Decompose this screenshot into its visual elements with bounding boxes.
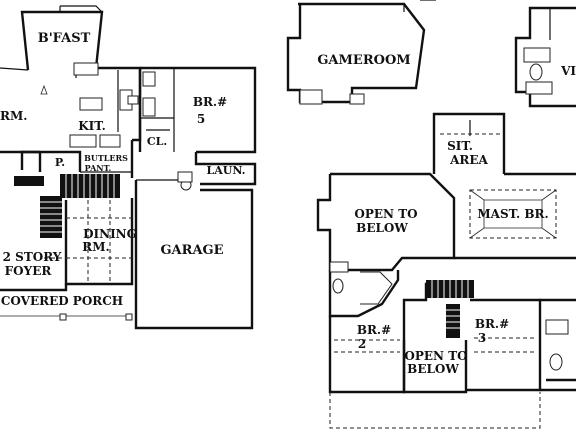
label-gameroom: GAMEROOM	[317, 53, 410, 68]
label-foyer-line2: FOYER	[5, 264, 53, 278]
vanity	[142, 97, 156, 117]
label-bedroom-3-line1: BR.#	[475, 317, 509, 331]
staircase-second-floor	[426, 280, 474, 338]
tub	[299, 89, 323, 105]
label-covered-porch: COVERED PORCH	[1, 294, 123, 308]
label-open-to-below-1-line2: BELOW	[356, 221, 408, 235]
label-master-bedroom: MAST. BR.	[477, 207, 548, 221]
toilet	[529, 63, 543, 81]
label-dining-line1: DINING	[83, 227, 137, 241]
label-kitchen: KIT.	[78, 119, 106, 133]
small-sink	[127, 95, 139, 105]
label-bfast: B'FAST	[38, 31, 91, 46]
label-butlers-line2: PANT.	[85, 163, 112, 173]
label-bedroom-5-line1: BR.#	[193, 95, 227, 109]
label-pantry: P.	[55, 156, 65, 169]
vanity	[523, 47, 551, 63]
label-bedroom-2-line1: BR.#	[357, 323, 391, 337]
label-open-to-below-2-line1: OPEN TO	[404, 349, 467, 363]
lower-dashed-outline	[329, 378, 576, 429]
upper-hall-walls	[316, 172, 576, 272]
label-closet: CL.	[147, 135, 167, 148]
staircase-first-floor	[14, 174, 120, 238]
bedroom-3-walls	[466, 298, 576, 392]
kitchen-sink-counter	[69, 134, 97, 148]
tub	[525, 81, 553, 95]
laundry-appliance	[177, 171, 193, 183]
label-open-to-below-2-line2: BELOW	[407, 362, 459, 376]
upper-bath-walls	[328, 261, 400, 318]
label-sitting-area-line2: AREA	[449, 153, 488, 167]
label-bedroom-3-line2: 3	[478, 331, 486, 345]
right-partial-room-walls	[514, 6, 576, 108]
toilet	[142, 71, 156, 87]
toilet	[549, 353, 563, 371]
gameroom-walls	[286, 0, 436, 105]
label-bedroom-5-line2: 5	[197, 112, 205, 126]
kitchen-counter	[73, 62, 99, 76]
label-bedroom-2-line2: 2	[358, 337, 366, 351]
foyer-and-porch-walls	[0, 284, 133, 321]
vanity	[545, 319, 569, 335]
breakfast-nook-walls	[0, 5, 104, 71]
laundry-walls	[177, 152, 257, 191]
garage-walls	[134, 179, 254, 330]
label-partial-room: VI	[560, 64, 576, 78]
label-butlers-line1: BUTLERS	[84, 153, 128, 163]
sitting-area-walls	[432, 112, 506, 174]
label-open-to-below-1-line1: OPEN TO	[354, 207, 417, 221]
label-garage: GARAGE	[160, 243, 223, 258]
label-foyer-line1: 2 STORY	[3, 250, 62, 264]
bedroom-5-walls	[127, 66, 257, 154]
label-dining-line2: RM.	[82, 240, 109, 254]
kitchen-range	[99, 134, 121, 148]
tub	[329, 261, 349, 273]
vanity	[349, 93, 365, 105]
pantry-walls	[20, 140, 134, 178]
open-to-below-2-walls	[402, 340, 468, 394]
toilet	[332, 278, 344, 294]
second-floor	[286, 0, 576, 429]
dining-room-walls	[44, 198, 134, 286]
first-floor	[0, 5, 257, 330]
kitchen-island	[79, 97, 103, 111]
label-sitting-area-line1: SIT.	[447, 139, 473, 153]
tray-ceiling	[469, 189, 557, 239]
label-family-room: RM.	[0, 109, 27, 123]
room-labels: B'FAST RM. KIT. BR.# 5 CL. P. BUTLERS PA…	[0, 31, 576, 376]
label-laundry: LAUN.	[206, 164, 245, 177]
